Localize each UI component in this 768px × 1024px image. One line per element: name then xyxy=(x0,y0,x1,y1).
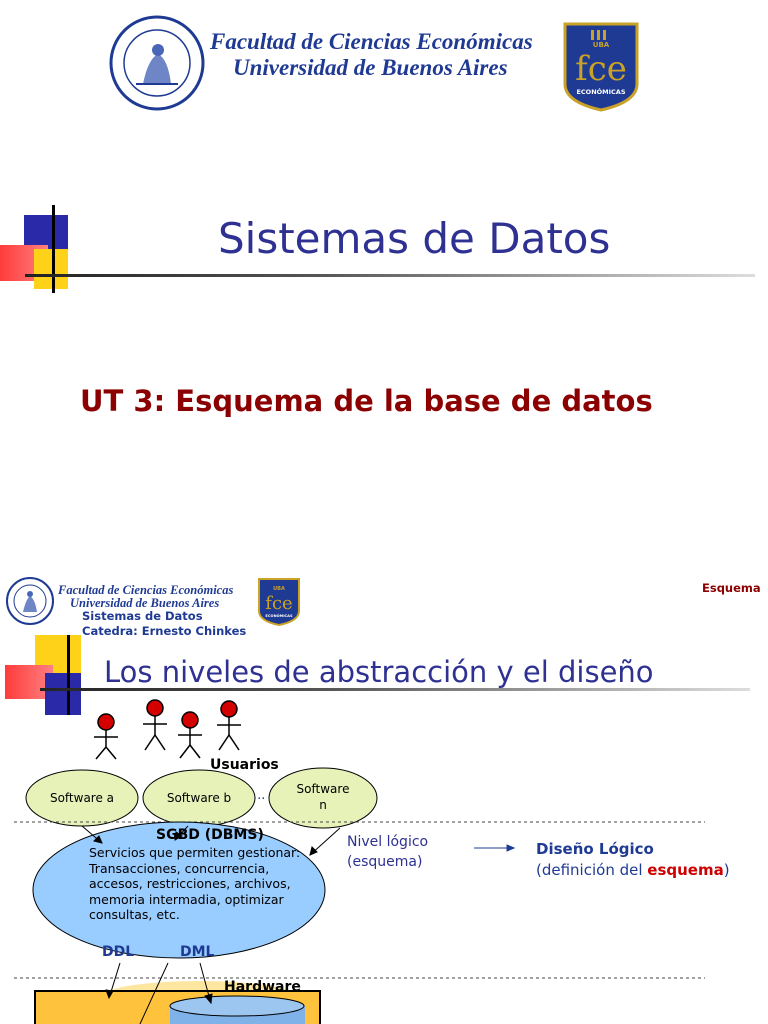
svg-text:UBA: UBA xyxy=(593,41,610,49)
logical-level-label: Nivel lógico (esquema) xyxy=(347,832,428,872)
fce-badge-logo-small: UBA fce ECONÓMICAS xyxy=(258,578,300,626)
design-title: Diseño Lógico xyxy=(536,840,654,858)
slide-2: Facultad de Ciencias Económicas Universi… xyxy=(0,570,768,1024)
design-prefix: (definición del xyxy=(536,861,648,879)
slide-title: Sistemas de Datos xyxy=(218,214,611,263)
sgbd-ellipse xyxy=(32,821,326,959)
decor-block-small xyxy=(5,635,85,715)
services-line-4: memoria intermadia, optimizar xyxy=(89,891,284,907)
design-definition: (definición del esquema) xyxy=(536,861,730,879)
header-university-name-small: Universidad de Buenos Aires xyxy=(70,596,220,610)
header-faculty-name: Facultad de Ciencias Económicas xyxy=(210,29,533,54)
user-figure-3 xyxy=(178,711,202,759)
design-highlight: esquema xyxy=(647,861,724,879)
ddl-label: DDL xyxy=(102,944,135,960)
software-n-label-line2: n xyxy=(319,798,327,812)
design-suffix: ) xyxy=(723,861,730,879)
slide-2-title: Los niveles de abstracción y el diseño xyxy=(104,655,654,689)
sgbd-services-text: Servicios que permiten gestionar: Transa… xyxy=(89,845,300,923)
header-university-name: Universidad de Buenos Aires xyxy=(233,55,508,80)
sgbd-label: SGBD (DBMS) xyxy=(156,827,264,843)
services-line-1: Servicios que permiten gestionar: xyxy=(89,845,301,860)
slide-1: Facultad de Ciencias Económicas Universi… xyxy=(0,15,755,418)
fce-badge-logo: UBA fce ECONÓMICAS xyxy=(563,22,639,112)
university-seal-logo xyxy=(109,15,205,111)
software-b-label: Software b xyxy=(166,791,232,805)
user-figure-4 xyxy=(217,700,241,751)
services-line-5: consultas, etc. xyxy=(89,907,180,922)
dml-label: DML xyxy=(180,944,215,960)
services-line-2: Transacciones, concurrencia, xyxy=(89,860,270,876)
arrow-ddl-down xyxy=(109,962,121,996)
logical-level-line1: Nivel lógico xyxy=(347,834,429,850)
svg-text:fce: fce xyxy=(575,49,627,89)
hardware-label: Hardware xyxy=(224,979,301,995)
title-underline xyxy=(25,274,755,277)
software-a-label: Software a xyxy=(49,791,115,805)
users-label: Usuarios xyxy=(210,757,279,773)
title-underline-2 xyxy=(40,688,750,691)
software-n-ellipse xyxy=(268,767,378,829)
services-line-3: accesos, restricciones, archivos, xyxy=(89,876,291,891)
course-name: Sistemas de Datos xyxy=(82,609,203,623)
user-figure-1 xyxy=(94,713,118,760)
university-seal-logo-small xyxy=(6,577,54,625)
slide-subtitle: UT 3: Esquema de la base de datos xyxy=(80,384,653,418)
arrow-dml-to-db xyxy=(199,962,211,1001)
svg-text:ECONÓMICAS: ECONÓMICAS xyxy=(576,87,625,96)
software-ellipsis: ... xyxy=(253,788,266,803)
software-n-label-line1: Software xyxy=(296,782,350,796)
svg-text:ECONÓMICAS: ECONÓMICAS xyxy=(265,613,293,618)
database-cylinder xyxy=(169,995,305,1024)
arrow-dml-down xyxy=(139,962,169,1024)
corner-label: Esquema xyxy=(702,581,761,595)
abstraction-diagram xyxy=(14,699,705,1024)
chair-name: Catedra: Ernesto Chinkes xyxy=(82,624,247,638)
decor-block xyxy=(0,205,100,295)
logical-level-line2: (esquema) xyxy=(347,854,423,870)
svg-text:fce: fce xyxy=(265,593,292,614)
header-faculty-name-small: Facultad de Ciencias Económicas xyxy=(58,583,234,597)
svg-text:UBA: UBA xyxy=(273,586,285,592)
user-figure-2 xyxy=(143,699,167,751)
